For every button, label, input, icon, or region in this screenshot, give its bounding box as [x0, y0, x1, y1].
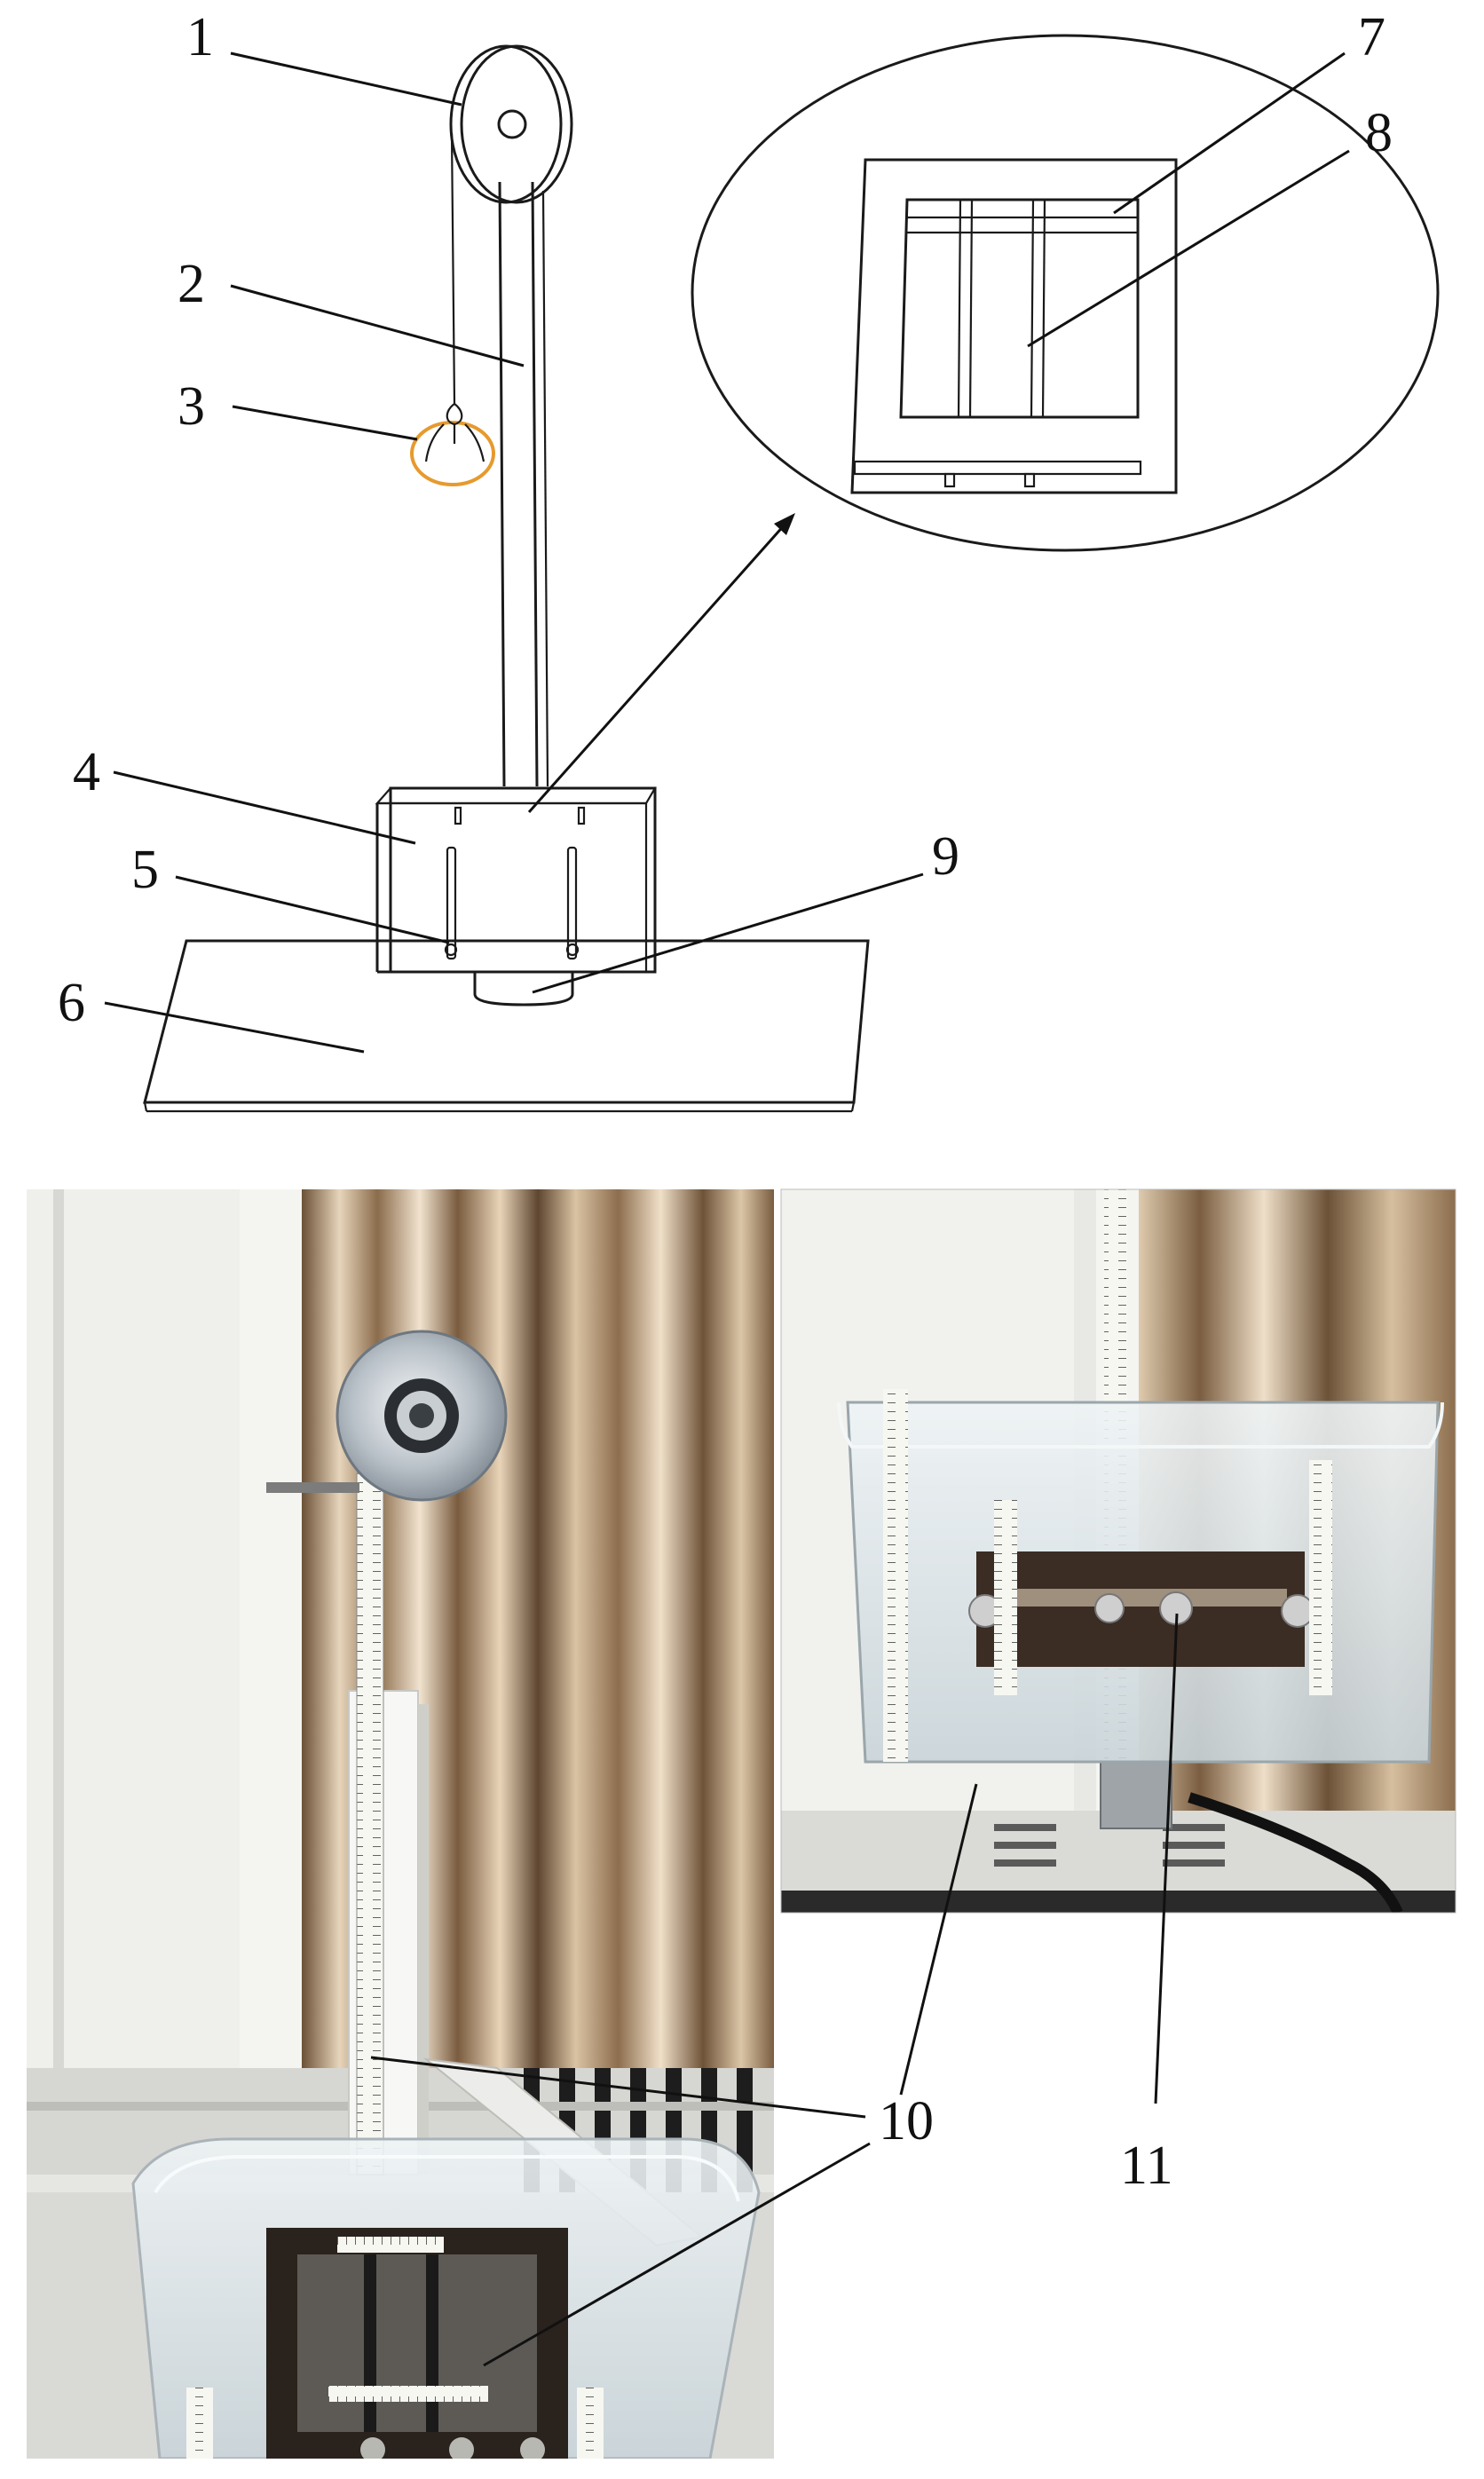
- callout-7: 7: [1358, 7, 1385, 67]
- callout-2: 2: [178, 254, 205, 314]
- pulley: [449, 44, 573, 204]
- callout-9: 9: [932, 826, 959, 887]
- callout-10: 10: [879, 2091, 934, 2151]
- detail-arrow: [774, 513, 795, 535]
- steel-plate: [968, 1551, 1314, 1667]
- ruler-icon: [356, 1472, 384, 2175]
- load-sensor: [473, 972, 574, 1007]
- photo-tank-closeup: [780, 1188, 1456, 1914]
- callout-3: 3: [178, 376, 205, 437]
- cable-icon: [1188, 1792, 1403, 1913]
- callout-4: 4: [73, 742, 100, 802]
- bolt-icon: [968, 1591, 1314, 1628]
- callout-5: 5: [131, 840, 159, 900]
- base-plate: [143, 939, 870, 1104]
- callout-11: 11: [1120, 2136, 1173, 2196]
- detail-magnifier: [691, 34, 1440, 552]
- schematic-diagram: 1 2 3 4 5 6 7 8 9: [58, 7, 1440, 1113]
- rope: [450, 132, 456, 405]
- callout-8: 8: [1365, 103, 1393, 163]
- photo-full-apparatus: [27, 1189, 774, 2459]
- hook-ring: [410, 403, 495, 486]
- water-tank: [375, 786, 657, 974]
- callout-1: 1: [186, 7, 214, 67]
- column-left-edge: [498, 181, 506, 787]
- callout-6: 6: [58, 973, 85, 1033]
- pulley-icon: [335, 1330, 508, 1502]
- detail-plate: [850, 158, 1178, 494]
- steel-frame: [266, 2228, 568, 2459]
